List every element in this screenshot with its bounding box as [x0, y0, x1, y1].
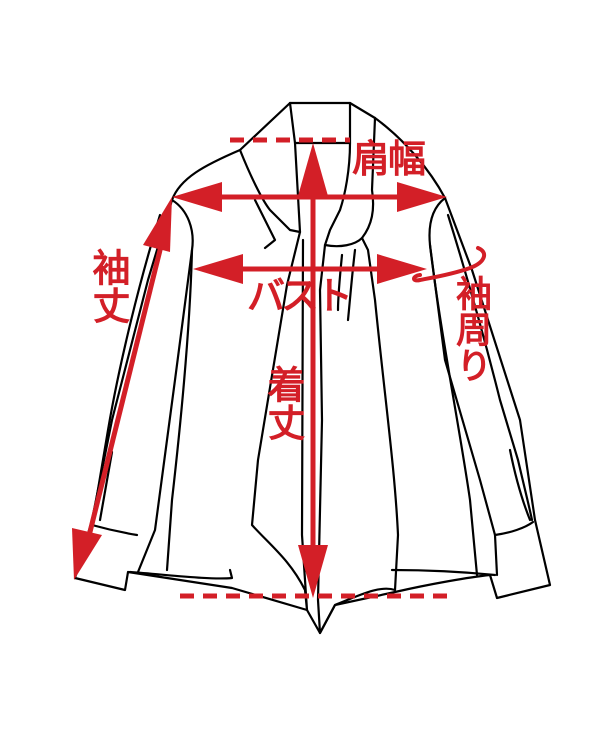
hem-right [390, 568, 497, 577]
tie-fold-1 [336, 253, 344, 312]
sleeve-length-arrowhead-bottom [72, 528, 102, 580]
shoulder-width-arrowhead-left [172, 182, 222, 212]
right-sleeve-outer [446, 213, 534, 522]
shoulder-width-label: 肩幅 [352, 137, 426, 181]
bust-arrowhead-right [377, 254, 427, 284]
tie-left-tail [250, 230, 309, 612]
sleeve-circumference-loop [412, 246, 487, 283]
left-cuff-slit [98, 450, 114, 522]
tie-fold-2 [346, 248, 357, 322]
bust-label: バスト [247, 274, 353, 318]
measurement-overlays [72, 137, 487, 599]
right-side-seam [428, 243, 479, 577]
left-lapel [253, 198, 277, 250]
sleeve-length-arrowhead-top [143, 197, 172, 252]
left-sleeve-inner [136, 198, 194, 574]
sleeve-circumference-label: 袖周り [450, 275, 491, 383]
hem-left [128, 568, 234, 580]
left-side-seam [165, 248, 194, 572]
length-arrowhead-top [298, 143, 328, 196]
length-label: 着丈 [261, 365, 305, 441]
tie-right-tail [316, 236, 400, 635]
right-collar [323, 116, 377, 248]
left-cuff-top [90, 523, 139, 537]
sleeve-length-label: 袖丈 [86, 248, 130, 324]
right-cuff-slit [508, 448, 532, 522]
right-sleeve-inner [428, 196, 499, 577]
right-cuff-top [493, 520, 535, 537]
bust-arrowhead-left [193, 254, 243, 284]
sleeve-length-line [85, 229, 168, 541]
shoulder-width-arrowhead-right [397, 182, 447, 212]
length-arrowhead-bottom [298, 545, 328, 598]
collar-back [288, 101, 352, 145]
